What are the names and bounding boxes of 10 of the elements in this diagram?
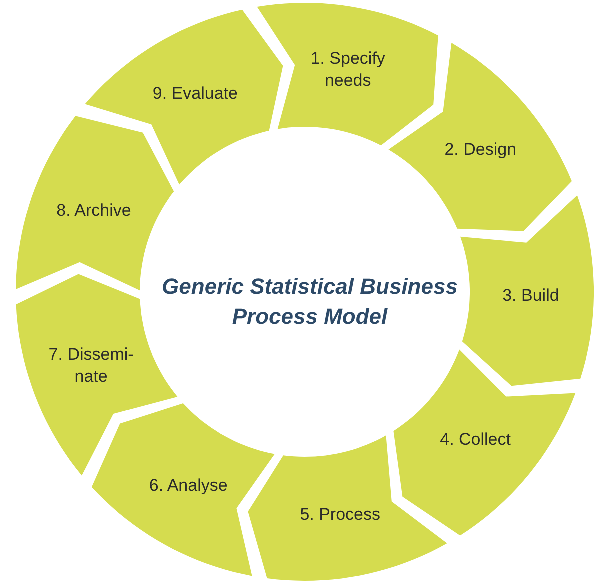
step-label: 7. Dissemi-nate — [48, 344, 135, 388]
step-label: 6. Analyse — [148, 474, 229, 497]
step-label: 9. Evaluate — [152, 83, 239, 106]
step-label: 8. Archive — [56, 200, 132, 222]
diagram-title: Generic Statistical Business Process Model — [161, 273, 459, 331]
step-label: 4. Collect — [439, 429, 512, 452]
step-label: 5. Process — [299, 504, 382, 526]
step-label: 3. Build — [502, 284, 560, 307]
step-label: 2. Design — [444, 138, 518, 161]
step-label: 1. Specify needs — [310, 48, 386, 92]
